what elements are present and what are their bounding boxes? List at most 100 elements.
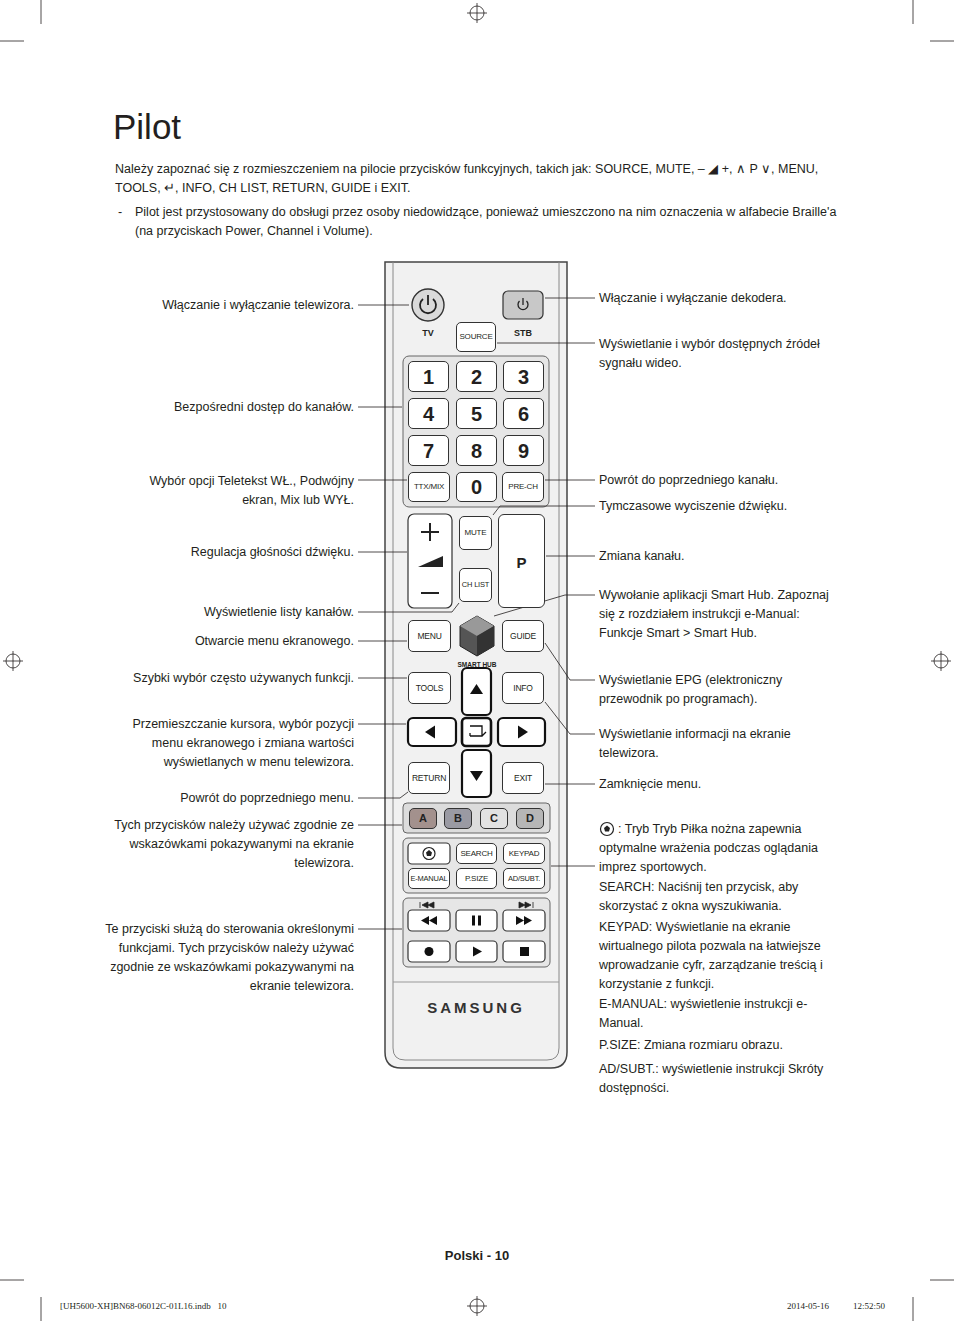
number-button: 4 [408,398,449,429]
volume-rocker [408,514,452,608]
button-label: E-MANUAL [411,875,448,882]
button-label: GUIDE [510,632,536,641]
callout-text: Wyświetlenie listy kanałów. [104,603,354,622]
number-button: 8 [456,435,497,466]
button-label: MUTE [465,529,487,537]
function-button: EXIT [502,762,544,794]
callout-text: Tymczasowe wyciszenie dźwięku. [599,497,839,516]
button-label: 0 [471,477,482,497]
intro-text: Pilot jest przystosowany do obsługi prze… [135,203,840,241]
callout-text: P.SIZE: Zmiana rozmiaru obrazu. [599,1036,839,1055]
callout-text: Tych przycisków należy używać zgodnie ze… [104,816,354,873]
button-label: SOURCE [459,333,492,341]
number-button: 0 [456,472,497,502]
callout-text: E-MANUAL: wyświetlenie instrukcji e-Manu… [599,995,809,1033]
print-mark: 12:52:50 [853,1297,923,1316]
button-label: B [454,813,462,824]
function-button: TOOLS [408,672,451,704]
remote-body [385,262,567,1068]
button-label: AD/SUBT. [508,875,540,883]
number-button: 3 [503,361,544,392]
button-label: 6 [518,404,529,424]
button-label: D [526,813,534,824]
callout-text: Zamknięcie menu. [599,775,839,794]
button-label: 9 [518,441,529,461]
button-label: KEYPAD [509,850,540,858]
callout-text: Powrót do poprzedniego kanału. [599,471,839,490]
color-button: D [516,808,544,829]
button-label: TOOLS [416,684,444,693]
color-button: C [480,808,508,829]
function-button: RETURN [408,762,450,794]
function-button: PRE-CH [502,472,544,502]
callout-text: Włączanie i wyłączanie telewizora. [104,296,354,315]
button-label: MENU [417,632,441,641]
media-buttons [408,902,545,962]
navigation-pad [408,668,545,797]
callout-text: Wyświetlanie i wybór dostępnych źródeł s… [599,335,834,373]
function-button: P.SIZE [456,868,497,889]
callout-text: Zmiana kanału. [599,547,839,566]
button-label: 4 [423,404,434,424]
callout-text: Wybór opcji Teletekst WŁ., Podwójny ekra… [129,472,354,510]
football-icon [601,823,614,836]
button-label: 8 [471,441,482,461]
icon-button: SMART HUB [452,612,502,668]
callout-text: Wyświetlanie informacji na ekranie telew… [599,725,799,763]
function-button: GUIDE [502,620,544,652]
page-number: Polski - 10 [377,1246,577,1265]
remote-body: SAMSUNG TV STB SOURCE 1 2 3 4 5 6 7 8 9TTX/MIX 0 PRE-C… [385,262,567,1068]
intro-text: Należy zapoznać się z rozmieszczeniem na… [115,160,840,198]
callout-text: Włączanie i wyłączanie dekodera. [599,289,839,308]
button-label: TTX/MIX [414,483,444,491]
number-button: 7 [408,435,449,466]
button-label: 7 [423,441,434,461]
button-label: CH LIST [462,581,489,589]
callout-text: Przemieszczanie kursora, wybór pozycji m… [104,715,354,772]
button-label: INFO [513,684,533,693]
number-button: 9 [503,435,544,466]
button-label: P.SIZE [465,875,488,883]
icon-button: TV [408,289,448,338]
button-label: 5 [471,404,482,424]
button-label: SEARCH [460,850,492,858]
callout-text: Otwarcie menu ekranowego. [104,632,354,651]
function-button: SOURCE [456,322,496,352]
button-label: C [490,813,498,824]
button-label: EXIT [514,774,532,783]
number-button: 5 [456,398,497,429]
brand-logo: SAMSUNG [385,1000,567,1015]
number-button: 2 [456,361,497,392]
function-button: AD/SUBT. [503,868,545,889]
function-button: INFO [502,672,544,704]
function-button: MENU [408,620,451,652]
page-title: Pilot [113,106,181,148]
function-button: MUTE [459,516,492,550]
color-button: B [444,808,472,829]
callout-text: Te przyciski służą do sterowania określo… [104,920,354,996]
number-button: 1 [408,361,449,392]
callout-text: AD/SUBT.: wyświetlenie instrukcji Skróty… [599,1060,831,1098]
button-label: A [419,813,427,824]
callout-text: : Tryb Tryb Piłka nożna zapewnia optymal… [599,820,831,877]
callout-text: KEYPAD: Wyświetlanie na ekranie wirtualn… [599,918,835,994]
callout-text: Wywołanie aplikacji Smart Hub. Zapoznaj … [599,586,837,643]
button-label: 3 [518,367,529,387]
button-label: TV [408,329,448,338]
callout-text: Regulacja głośności dźwięku. [104,543,354,562]
icon-button: STB [500,289,546,338]
button-label: SMART HUB [452,662,502,669]
leader-lines [358,298,595,929]
callout-text: SEARCH: Naciśnij ten przycisk, aby skorz… [599,878,814,916]
callout-text: Wyświetlanie EPG (elektroniczny przewodn… [599,671,799,709]
button-label: P [499,555,544,570]
button-label: 2 [471,367,482,387]
channel-rocker: P [498,514,545,608]
callout-text: Bezpośredni dostęp do kanałów. [104,398,354,417]
function-button: SEARCH [456,843,497,864]
callout-text: Szybki wybór często używanych funkcji. [94,669,354,688]
power-buttons [412,289,543,321]
